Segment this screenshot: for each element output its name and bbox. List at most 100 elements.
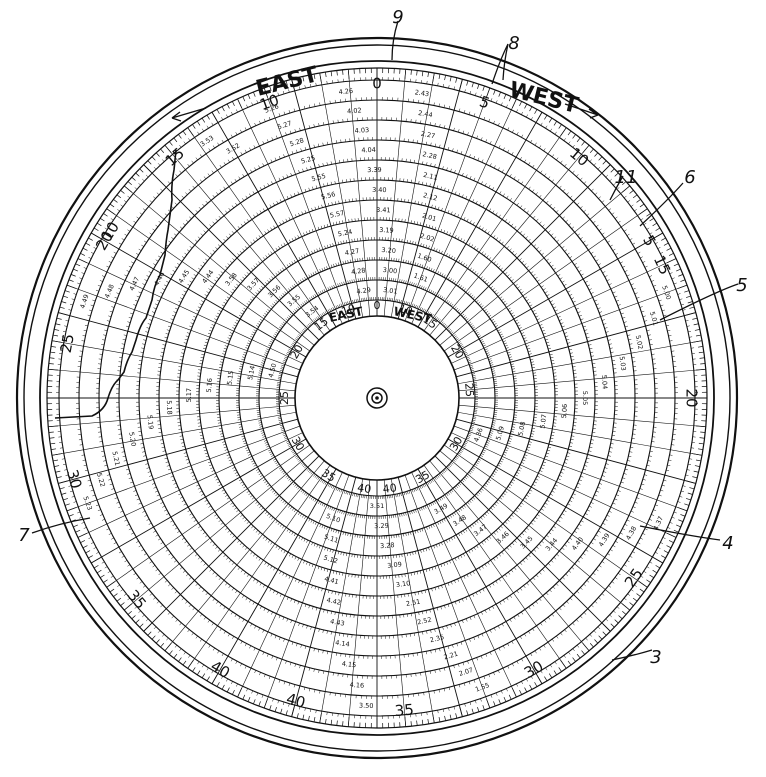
degree-tick: [103, 213, 107, 216]
fine-tick: [598, 308, 601, 309]
fine-tick: [431, 268, 432, 271]
degree-tick: [73, 525, 78, 527]
fine-tick: [245, 547, 247, 549]
scale-number-left: 3.54: [304, 304, 320, 319]
fine-tick: [123, 339, 126, 340]
fine-tick: [190, 514, 193, 516]
fine-tick: [576, 174, 578, 176]
fine-tick: [539, 250, 541, 252]
fine-tick: [562, 469, 565, 470]
fine-tick: [550, 129, 552, 132]
fine-tick: [222, 140, 224, 143]
fine-tick: [462, 480, 464, 482]
fine-tick: [325, 482, 327, 485]
degree-tick: [573, 134, 576, 138]
fine-tick: [305, 583, 306, 586]
fine-tick: [596, 491, 599, 492]
fine-tick: [627, 460, 630, 461]
fine-tick: [302, 464, 304, 466]
fine-tick: [102, 562, 105, 564]
fine-tick: [201, 441, 204, 442]
fine-tick: [572, 227, 574, 229]
fine-tick: [620, 533, 623, 534]
fine-tick: [199, 587, 201, 589]
fine-tick: [286, 219, 287, 222]
fine-tick: [444, 275, 445, 278]
fine-tick: [139, 503, 142, 504]
fine-tick: [444, 605, 445, 608]
fine-tick: [234, 287, 236, 289]
fine-tick: [500, 461, 503, 462]
fine-tick: [434, 546, 435, 549]
fine-tick: [185, 601, 187, 603]
fine-tick: [609, 511, 612, 512]
fine-tick: [510, 484, 513, 486]
fine-tick: [451, 169, 452, 172]
degree-tick: [253, 699, 255, 704]
fine-tick: [166, 638, 168, 640]
fine-tick: [448, 277, 450, 280]
fine-tick: [576, 619, 578, 621]
fine-tick: [180, 227, 182, 229]
fine-tick: [217, 313, 220, 314]
fine-tick: [430, 184, 431, 187]
fine-tick: [213, 146, 215, 149]
fine-tick: [135, 300, 138, 301]
fine-tick: [84, 267, 87, 268]
fine-tick: [599, 312, 602, 313]
fine-tick: [569, 500, 572, 501]
fine-tick: [259, 121, 260, 124]
fine-tick: [241, 641, 242, 644]
scale-number-left: 3.56: [266, 283, 282, 299]
fine-tick: [225, 266, 227, 268]
fine-tick: [328, 203, 329, 206]
fine-tick: [564, 138, 566, 140]
degree-tick: [422, 71, 423, 76]
fine-tick: [216, 192, 218, 194]
fine-tick: [531, 117, 532, 120]
fine-tick: [494, 261, 496, 263]
fine-tick: [546, 201, 548, 203]
fine-tick: [415, 551, 416, 554]
fine-tick: [517, 472, 520, 473]
fine-tick: [79, 517, 82, 518]
fine-tick: [459, 483, 461, 485]
degree-tick: [590, 643, 593, 647]
fine-tick: [581, 476, 584, 477]
fine-tick: [473, 594, 474, 597]
fine-tick: [266, 255, 268, 257]
fine-tick: [539, 146, 541, 149]
fine-tick: [609, 586, 611, 588]
fine-tick: [447, 562, 448, 565]
fine-tick: [202, 665, 204, 668]
degree-tick: [422, 720, 423, 725]
fine-tick: [189, 469, 192, 470]
fine-tick: [486, 353, 489, 354]
fine-tick: [182, 349, 185, 350]
fine-tick: [285, 438, 288, 439]
fine-tick: [533, 310, 536, 311]
fine-tick: [228, 457, 231, 458]
fine-tick: [474, 547, 476, 550]
fine-tick: [216, 277, 218, 279]
fine-tick: [490, 652, 491, 655]
fine-tick: [312, 208, 313, 211]
fine-tick: [498, 528, 500, 530]
fine-tick: [640, 538, 643, 539]
fine-tick: [73, 502, 76, 503]
fine-tick: [559, 475, 562, 476]
fine-tick: [481, 489, 483, 491]
fine-tick: [156, 225, 158, 227]
fine-tick: [508, 643, 509, 646]
fine-tick: [483, 278, 485, 280]
fine-tick: [316, 476, 318, 478]
degree-tick: [694, 471, 699, 472]
fine-tick: [200, 639, 202, 641]
fine-tick: [569, 294, 572, 295]
fine-tick: [618, 573, 620, 575]
fine-tick: [279, 178, 280, 181]
fine-tick: [567, 253, 569, 255]
fine-tick: [460, 508, 462, 510]
fine-tick: [439, 648, 440, 651]
fine-tick: [480, 304, 482, 306]
